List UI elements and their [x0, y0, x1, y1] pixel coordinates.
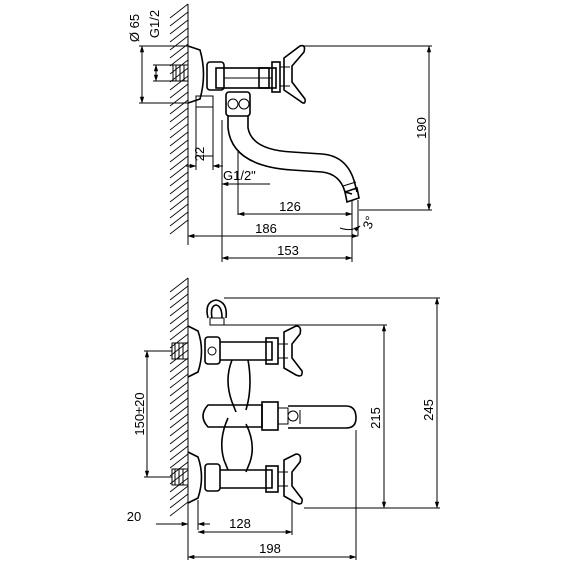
wall-hatch-line — [169, 35, 189, 51]
front-dimension-lines — [144, 297, 440, 560]
wall-hatch-line — [169, 75, 189, 91]
side-flange — [172, 45, 205, 104]
dim-eccentric-128: 128 — [229, 516, 251, 531]
side-spout — [227, 116, 360, 204]
wall-hatch-line — [169, 365, 189, 381]
wall-hatch-line — [169, 115, 189, 131]
dim-spout-reach-126: 126 — [279, 199, 301, 214]
wall-hatch-line — [169, 301, 189, 317]
dim-centers: 150±20 — [132, 392, 147, 435]
dim-spout-depth-153: 153 — [277, 243, 299, 258]
side-wall — [169, 3, 189, 236]
wall-hatch-line — [169, 293, 189, 309]
wall-hatch-line — [169, 309, 189, 325]
dim-height-190: 190 — [414, 117, 429, 139]
wall-hatch-line — [169, 381, 189, 397]
wall-hatch-line — [169, 333, 189, 349]
wall-hatch-line — [169, 179, 189, 195]
dim-height-245: 245 — [421, 399, 436, 421]
side-mixer-body — [195, 44, 306, 157]
wall-hatch-line — [169, 453, 189, 469]
wall-hatch-line — [169, 445, 189, 461]
wall-hatch-line — [169, 397, 189, 413]
wall-hatch-line — [169, 51, 189, 67]
wall-hatch-line — [169, 155, 189, 171]
shower-holder — [206, 299, 228, 326]
front-view: 150±20 215 245 20 128 198 — [127, 277, 440, 560]
wall-hatch-line — [169, 357, 189, 373]
wall-hatch-line — [169, 163, 189, 179]
wall-hatch-line — [169, 131, 189, 147]
wall-hatch-line — [169, 285, 189, 301]
wall-hatch-line — [169, 195, 189, 211]
dim-inlet-thread: G1/2 — [147, 10, 162, 38]
dim-height-215: 215 — [368, 407, 383, 429]
wall-hatch-line — [169, 3, 189, 19]
front-mixer-body — [202, 325, 357, 505]
wall-hatch-line — [169, 485, 189, 501]
dim-spout-angle: 3° — [360, 214, 378, 231]
wall-hatch-line — [169, 83, 189, 99]
wall-hatch-line — [169, 413, 189, 429]
dim-offset-22: 22 — [192, 147, 207, 161]
wall-hatch-line — [169, 317, 189, 333]
dim-width-198: 198 — [259, 541, 281, 556]
wall-hatch-line — [169, 219, 189, 235]
dim-flange-diameter: Ø 65 — [127, 14, 142, 42]
side-dimension-lines — [139, 45, 432, 261]
side-extension-lines — [139, 45, 432, 262]
wall-hatch-line — [169, 139, 189, 155]
wall-hatch-line — [169, 171, 189, 187]
side-view: Ø 65 G1/2 190 22 G1/2" 126 186 153 3° — [127, 3, 432, 262]
wall-hatch-line — [169, 203, 189, 219]
dim-total-depth-186: 186 — [255, 221, 277, 236]
wall-hatch-line — [169, 493, 189, 509]
wall-hatch-line — [169, 211, 189, 227]
wall-hatch-line — [169, 147, 189, 163]
wall-hatch-line — [169, 405, 189, 421]
wall-hatch-line — [169, 325, 189, 341]
front-extension-lines — [144, 297, 440, 560]
wall-hatch-line — [169, 501, 189, 517]
wall-hatch-line — [169, 277, 189, 293]
dim-outlet-thread: G1/2" — [223, 168, 256, 183]
wall-hatch-line — [169, 437, 189, 453]
lower-inlet — [171, 451, 221, 504]
wall-hatch-line — [169, 123, 189, 139]
wall-hatch-line — [169, 421, 189, 437]
wall-hatch-line — [169, 27, 189, 43]
wall-hatch-line — [169, 99, 189, 115]
wall-hatch-line — [169, 429, 189, 445]
dim-wall-offset-20: 20 — [127, 509, 141, 524]
wall-hatch-line — [169, 373, 189, 389]
wall-hatch-line — [169, 389, 189, 405]
upper-inlet — [171, 325, 221, 378]
wall-hatch-line — [169, 107, 189, 123]
wall-hatch-line — [169, 187, 189, 203]
front-wall — [169, 277, 189, 524]
wall-hatch-line — [169, 19, 189, 35]
wall-hatch-line — [169, 91, 189, 107]
wall-hatch-line — [169, 11, 189, 27]
